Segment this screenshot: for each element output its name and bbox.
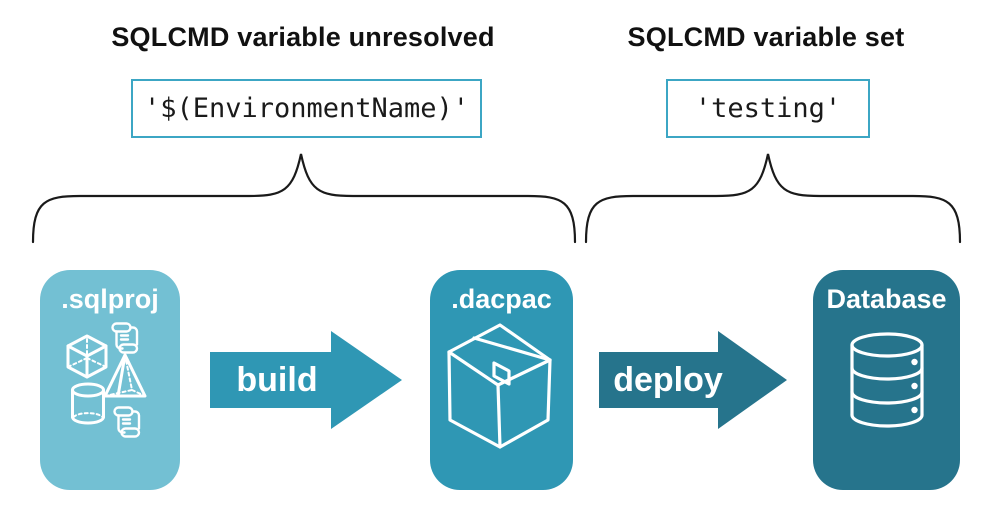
heading-set: SQLCMD variable set bbox=[627, 22, 905, 52]
brace-right bbox=[584, 153, 962, 244]
heading-unresolved: SQLCMD variable unresolved bbox=[111, 22, 495, 52]
database-icon bbox=[850, 332, 924, 428]
card-label-dacpac: .dacpac bbox=[451, 284, 552, 314]
sql-objects-icon bbox=[66, 322, 147, 438]
brace-left bbox=[31, 153, 577, 244]
build-arrow-label: build bbox=[236, 360, 318, 399]
card-label-database: Database bbox=[826, 284, 947, 314]
code-text-unresolved: '$(EnvironmentName)' bbox=[143, 93, 470, 124]
deploy-arrow bbox=[599, 331, 787, 429]
deploy-arrow-shape bbox=[599, 331, 787, 429]
card-label-sqlproj: .sqlproj bbox=[61, 284, 159, 314]
card-sqlproj: .sqlproj bbox=[40, 270, 180, 490]
deploy-arrow-label: deploy bbox=[613, 360, 723, 399]
scroll-icon bbox=[113, 406, 141, 438]
card-dacpac: .dacpac bbox=[430, 270, 573, 490]
scroll-icon bbox=[111, 322, 139, 354]
package-icon bbox=[447, 323, 552, 449]
card-database: Database bbox=[813, 270, 960, 490]
build-arrow-shape bbox=[210, 331, 402, 429]
pyramid-icon bbox=[103, 353, 147, 398]
cylinder-icon bbox=[71, 382, 105, 425]
code-box-unresolved: '$(EnvironmentName)' bbox=[131, 79, 482, 138]
cube-icon bbox=[66, 334, 108, 379]
build-arrow bbox=[210, 331, 402, 429]
code-text-set: 'testing' bbox=[694, 93, 842, 124]
code-box-set: 'testing' bbox=[666, 79, 870, 138]
